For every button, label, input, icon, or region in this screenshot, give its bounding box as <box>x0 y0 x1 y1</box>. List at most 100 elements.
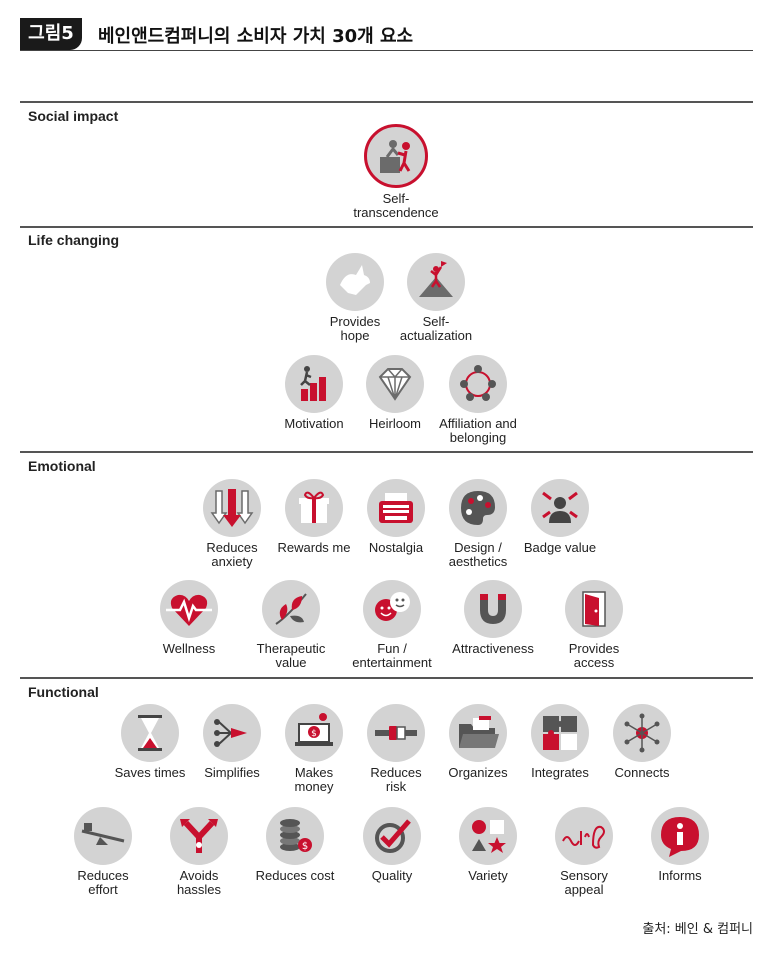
typewriter-icon <box>367 479 425 537</box>
informs-label: Informs <box>658 868 702 883</box>
section-title-emotional: Emotional <box>28 458 96 474</box>
item-sensory-appeal: Sensory appeal <box>529 807 639 897</box>
dove-icon <box>326 253 384 311</box>
door-icon <box>565 580 623 638</box>
palette-icon <box>449 479 507 537</box>
self-transcendence-label: Self- transcendence <box>353 191 439 220</box>
design-aesthetics-label: Design / aesthetics <box>448 540 508 569</box>
lever-icon <box>74 807 132 865</box>
section-rule-emotional <box>20 451 753 453</box>
reduces-anxiety-label: Reduces anxiety <box>206 540 258 569</box>
item-provides-hope: Provides hope <box>300 253 410 343</box>
item-reduces-anxiety: Reduces anxiety <box>177 479 287 569</box>
motivation-label: Motivation <box>284 416 344 431</box>
saves-times-label: Saves times <box>114 765 186 780</box>
section-rule-social <box>20 101 753 103</box>
item-informs: Informs <box>625 807 735 883</box>
connects-label: Connects <box>614 765 670 780</box>
item-variety: Variety <box>433 807 543 883</box>
gift-icon <box>285 479 343 537</box>
item-makes-money: $ Makes money <box>259 704 369 794</box>
reduces-cost-label: Reduces cost <box>255 868 335 883</box>
section-title-functional: Functional <box>28 684 99 700</box>
figure-header: 그림5 베인앤드컴퍼니의 소비자 가치 30개 요소 <box>20 18 753 52</box>
shapes-icon <box>459 807 517 865</box>
item-motivation: Motivation <box>259 355 369 431</box>
attractiveness-label: Attractiveness <box>452 641 534 656</box>
leaves-icon <box>262 580 320 638</box>
organizes-label: Organizes <box>448 765 508 780</box>
item-connects: Connects <box>587 704 697 780</box>
simplifies-label: Simplifies <box>204 765 260 780</box>
item-avoids-hassles: Avoids hassles <box>144 807 254 897</box>
svg-text:$: $ <box>302 841 308 852</box>
self-actualization-label: Self- actualization <box>399 314 473 343</box>
item-attractiveness: Attractiveness <box>438 580 548 656</box>
item-badge-value: Badge value <box>505 479 615 555</box>
smiley-faces-icon <box>363 580 421 638</box>
nostalgia-label: Nostalgia <box>368 540 424 555</box>
network-icon <box>613 704 671 762</box>
coins-icon: $ <box>266 807 324 865</box>
item-reduces-cost: $ Reduces cost <box>240 807 350 883</box>
down-arrows-icon <box>203 479 261 537</box>
item-reduces-effort: Reduces effort <box>48 807 158 897</box>
section-rule-functional <box>20 677 753 679</box>
reduces-effort-label: Reduces effort <box>77 868 129 897</box>
info-icon <box>651 807 709 865</box>
item-simplifies: Simplifies <box>177 704 287 780</box>
checkmark-icon <box>363 807 421 865</box>
puzzle-icon <box>531 704 589 762</box>
quality-label: Quality <box>371 868 413 883</box>
item-quality: Quality <box>337 807 447 883</box>
item-heirloom: Heirloom <box>340 355 450 431</box>
item-reduces-risk: Reduces risk <box>341 704 451 794</box>
heirloom-label: Heirloom <box>368 416 421 431</box>
integrates-label: Integrates <box>531 765 589 780</box>
section-title-social: Social impact <box>28 108 119 124</box>
section-rule-life <box>20 226 753 228</box>
item-self-actualization: Self- actualization <box>381 253 491 343</box>
item-affiliation: Affiliation and belonging <box>423 355 533 445</box>
senses-icon <box>555 807 613 865</box>
item-fun-entertainment: Fun / entertainment <box>337 580 447 670</box>
reduces-risk-label: Reduces risk <box>370 765 422 794</box>
rewards-me-label: Rewards me <box>277 540 351 555</box>
laptop-dollar-icon: $ <box>285 704 343 762</box>
self-transcendence-icon <box>364 124 428 188</box>
seatbelt-icon <box>367 704 425 762</box>
makes-money-label: Makes money <box>294 765 334 794</box>
item-rewards-me: Rewards me <box>259 479 369 555</box>
sensory-appeal-label: Sensory appeal <box>560 868 608 897</box>
merge-arrows-icon <box>203 704 261 762</box>
folder-icon <box>449 704 507 762</box>
hourglass-icon <box>121 704 179 762</box>
affiliation-label: Affiliation and belonging <box>439 416 517 445</box>
variety-label: Variety <box>468 868 508 883</box>
provides-access-label: Provides access <box>568 641 620 670</box>
item-saves-times: Saves times <box>95 704 205 780</box>
heart-pulse-icon <box>160 580 218 638</box>
diamond-icon <box>366 355 424 413</box>
item-therapeutic-value: Therapeutic value <box>236 580 346 670</box>
provides-hope-label: Provides hope <box>329 314 381 343</box>
avoids-hassles-label: Avoids hassles <box>176 868 222 897</box>
therapeutic-value-label: Therapeutic value <box>256 641 326 670</box>
item-nostalgia: Nostalgia <box>341 479 451 555</box>
header-rule <box>20 50 753 51</box>
figure-badge: 그림5 <box>20 18 82 50</box>
item-integrates: Integrates <box>505 704 615 780</box>
source-footer: 출처: 베인 & 컴퍼니 <box>642 922 753 937</box>
steps-runner-icon <box>285 355 343 413</box>
svg-text:$: $ <box>311 729 317 739</box>
figure-title: 베인앤드컴퍼니의 소비자 가치 30개 요소 <box>98 26 414 47</box>
fork-arrow-icon <box>170 807 228 865</box>
section-title-life: Life changing <box>28 232 119 248</box>
item-design-aesthetics: Design / aesthetics <box>423 479 533 569</box>
item-wellness: Wellness <box>134 580 244 656</box>
item-organizes: Organizes <box>423 704 533 780</box>
fun-entertainment-label: Fun / entertainment <box>352 641 432 670</box>
item-provides-access: Provides access <box>539 580 649 670</box>
badge-value-label: Badge value <box>523 540 597 555</box>
mountain-flag-icon <box>407 253 465 311</box>
